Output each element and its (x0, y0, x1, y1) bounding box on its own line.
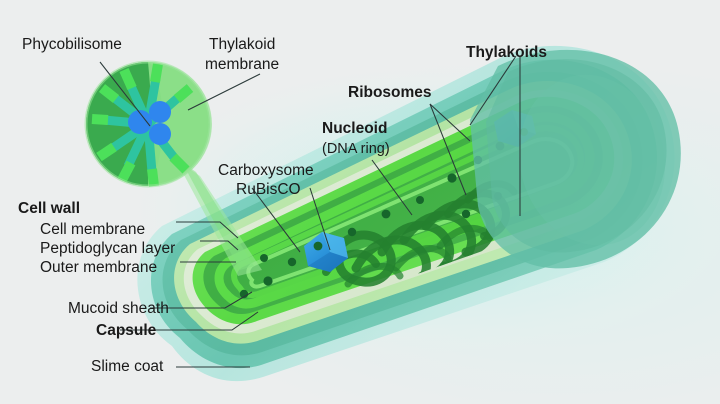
cell-right-cap (470, 49, 681, 269)
leader-ribosomes-a (429, 103, 471, 142)
label-nucleoid: Nucleoid (322, 120, 388, 137)
leader-cell-membrane (176, 221, 239, 239)
leader-thylakoids-a (469, 55, 517, 126)
leader-capsule (120, 311, 259, 331)
label-thylakoid-membrane-line2: membrane (205, 56, 280, 73)
label-slime-coat: Slime coat (91, 358, 164, 375)
label-peptidoglycan-layer: Peptidoglycan layer (40, 240, 176, 257)
leader-rubisco (309, 187, 331, 251)
leader-ribosomes-b (429, 103, 467, 196)
leader-phycobilisome (99, 61, 151, 127)
label-capsule: Capsule (96, 322, 157, 339)
label-cell-wall: Cell wall (18, 200, 81, 217)
label-rubisco: RuBisCO (236, 181, 301, 198)
label-dna-ring: (DNA ring) (322, 141, 390, 157)
phycobilisome-core (128, 101, 171, 145)
carboxysome-body (304, 232, 348, 272)
label-outer-membrane: Outer membrane (40, 259, 158, 276)
label-cell-membrane: Cell membrane (40, 221, 146, 238)
label-thylakoids: Thylakoids (466, 44, 547, 61)
label-carboxysome: Carboxysome (218, 162, 314, 179)
label-phycobilisome: Phycobilisome (22, 36, 122, 53)
leader-carboxysome (251, 187, 301, 253)
magnifier-cone (176, 160, 262, 276)
leader-mucoid-sheath (150, 291, 253, 309)
leader-peptidoglycan (200, 240, 239, 251)
leader-nucleoid (371, 159, 413, 216)
label-mucoid-sheath: Mucoid sheath (68, 300, 169, 317)
label-ribosomes: Ribosomes (348, 84, 432, 101)
label-thylakoid-membrane-line1: Thylakoid (209, 36, 276, 53)
leader-thylakoid-membrane (187, 73, 261, 111)
